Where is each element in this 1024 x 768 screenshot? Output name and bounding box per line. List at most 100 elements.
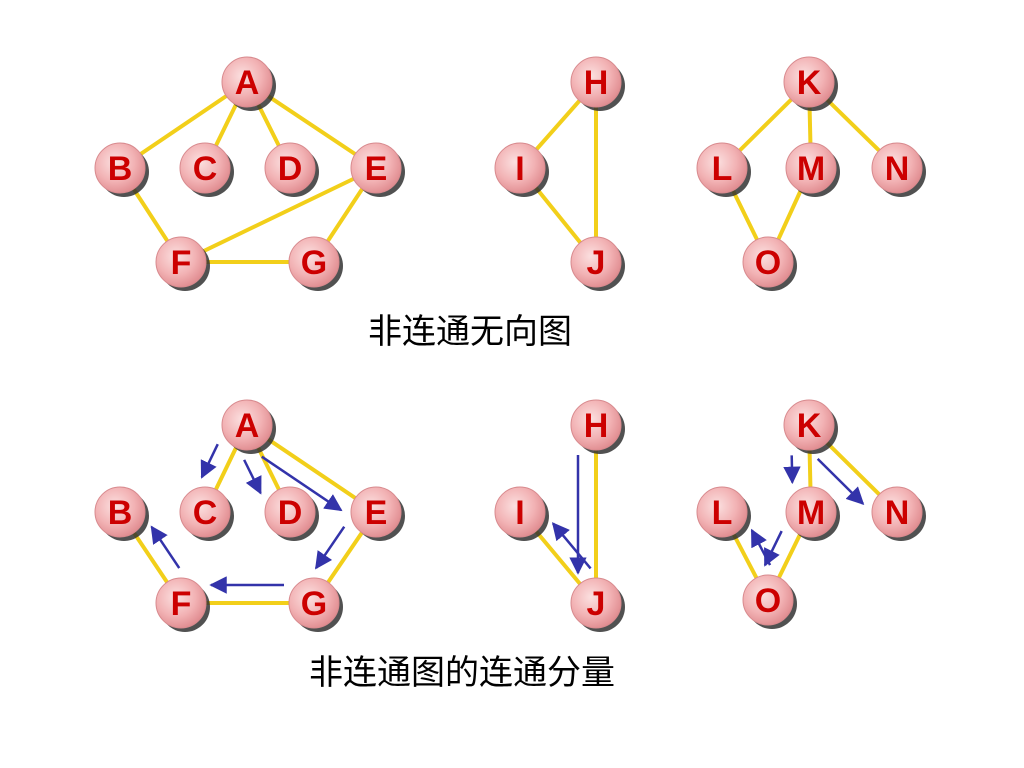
top-node-M: M <box>785 142 840 197</box>
bottom-node-label-L: L <box>712 494 733 532</box>
bottom-node-label-H: H <box>584 407 609 445</box>
disconnected-undirected-graph: A B C D E F G H I J K L M N O <box>94 56 926 291</box>
node-circle <box>570 236 622 288</box>
top-node-label-L: L <box>712 150 733 188</box>
traversal-arrow-F-B <box>150 525 181 569</box>
node-circle <box>155 577 207 629</box>
top-node-label-H: H <box>584 64 609 102</box>
node-circle <box>785 486 837 538</box>
top-node-D: D <box>264 142 319 197</box>
top-node-F: F <box>155 236 210 291</box>
node-circle <box>264 142 316 194</box>
top-node-label-O: O <box>755 244 781 282</box>
bottom-node-H: H <box>570 399 625 454</box>
top-node-label-G: G <box>301 244 327 282</box>
node-circle <box>742 236 794 288</box>
bottom-node-label-I: I <box>515 494 524 532</box>
top-node-label-F: F <box>171 244 192 282</box>
bottom-nodes: A B C D E F G H I J K L M N O <box>94 399 926 632</box>
traversal-arrow-O-L <box>750 528 772 566</box>
bottom-node-B: B <box>94 486 149 541</box>
traversal-arrow-A-C <box>200 443 219 479</box>
top-node-E: E <box>350 142 405 197</box>
node-circle <box>783 399 835 451</box>
traversal-arrow-E-G <box>314 525 346 570</box>
top-node-K: K <box>783 56 838 111</box>
bottom-node-label-A: A <box>235 407 260 445</box>
top-node-I: I <box>494 142 549 197</box>
node-circle <box>783 56 835 108</box>
bottom-node-label-O: O <box>755 582 781 620</box>
bottom-node-G: G <box>288 577 343 632</box>
top-node-L: L <box>696 142 751 197</box>
node-circle <box>570 577 622 629</box>
bottom-node-M: M <box>785 486 840 541</box>
bottom-node-label-B: B <box>108 494 133 532</box>
bottom-node-label-G: G <box>301 585 327 623</box>
connected-components-graph: A B C D E F G H I J K L M N O <box>94 399 926 632</box>
bottom-node-D: D <box>264 486 319 541</box>
node-circle <box>288 577 340 629</box>
top-edge-E-F <box>179 166 378 264</box>
traversal-arrow-K-M <box>783 455 801 485</box>
top-node-label-D: D <box>278 150 303 188</box>
top-node-H: H <box>570 56 625 111</box>
node-circle <box>350 486 402 538</box>
traversal-arrows <box>150 443 865 594</box>
node-circle <box>350 142 402 194</box>
bottom-node-J: J <box>570 577 625 632</box>
bottom-node-F: F <box>155 577 210 632</box>
top-node-label-J: J <box>587 244 606 282</box>
top-node-C: C <box>179 142 234 197</box>
top-node-B: B <box>94 142 149 197</box>
node-circle <box>179 486 231 538</box>
top-node-label-E: E <box>365 150 388 188</box>
node-circle <box>696 142 748 194</box>
node-circle <box>94 142 146 194</box>
bottom-node-label-F: F <box>171 585 192 623</box>
bottom-node-label-E: E <box>365 494 388 532</box>
node-circle <box>785 142 837 194</box>
bottom-caption: 非连通图的连通分量 <box>309 653 615 693</box>
top-node-O: O <box>742 236 797 291</box>
top-nodes: A B C D E F G H I J K L M N O <box>94 56 926 291</box>
node-circle <box>179 142 231 194</box>
top-node-label-K: K <box>797 64 822 102</box>
bottom-node-A: A <box>221 399 276 454</box>
top-node-G: G <box>288 236 343 291</box>
top-node-A: A <box>221 56 276 111</box>
top-node-N: N <box>871 142 926 197</box>
bottom-node-label-D: D <box>278 494 303 532</box>
bottom-node-C: C <box>179 486 234 541</box>
top-caption: 非连通无向图 <box>368 312 572 352</box>
bottom-node-L: L <box>696 486 751 541</box>
top-node-J: J <box>570 236 625 291</box>
bottom-node-O: O <box>742 574 797 629</box>
top-edge-A-B <box>118 80 249 170</box>
top-node-label-B: B <box>108 150 133 188</box>
node-circle <box>742 574 794 626</box>
bottom-node-label-C: C <box>193 494 218 532</box>
node-circle <box>288 236 340 288</box>
top-node-label-M: M <box>797 150 825 188</box>
node-circle <box>494 486 546 538</box>
node-circle <box>871 486 923 538</box>
node-circle <box>696 486 748 538</box>
node-circle <box>94 486 146 538</box>
node-circle <box>570 56 622 108</box>
node-circle <box>570 399 622 451</box>
bottom-node-label-K: K <box>797 407 822 445</box>
traversal-arrow-K-N <box>816 458 865 505</box>
bottom-node-label-M: M <box>797 494 825 532</box>
traversal-arrow-A-E <box>261 455 343 512</box>
top-node-label-I: I <box>515 150 524 188</box>
node-circle <box>221 56 273 108</box>
traversal-arrow-A-D <box>243 459 262 495</box>
traversal-arrow-J-I <box>551 522 592 570</box>
bottom-node-label-N: N <box>885 494 910 532</box>
node-circle <box>155 236 207 288</box>
node-circle <box>494 142 546 194</box>
node-circle <box>221 399 273 451</box>
bottom-node-K: K <box>783 399 838 454</box>
